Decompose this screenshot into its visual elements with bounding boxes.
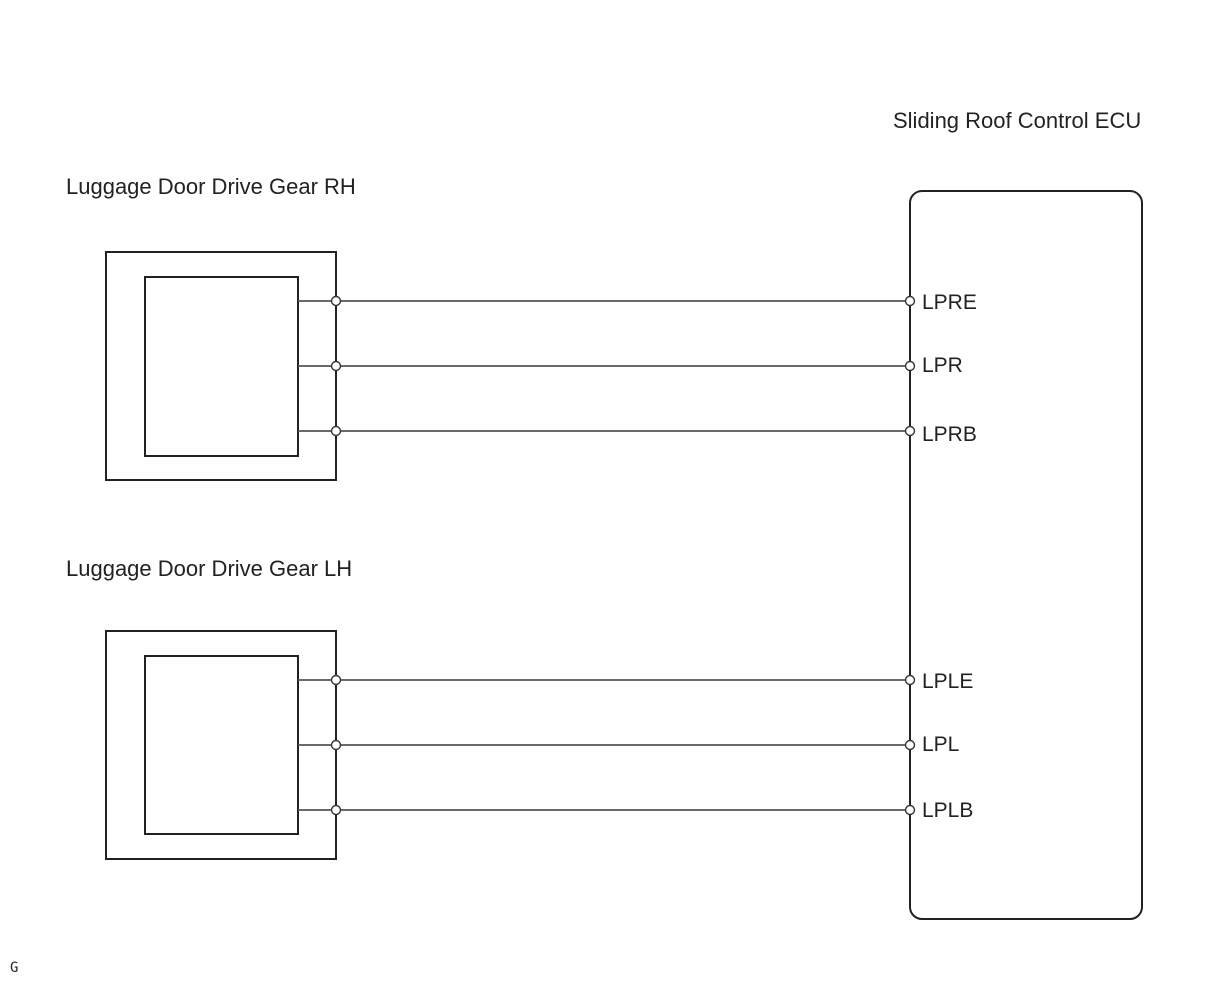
wire-lprb [298,425,916,437]
lh-component-title: Luggage Door Drive Gear LH [66,556,352,581]
lh-component-inner-box [144,655,299,835]
pin-label-lpl: LPL [922,733,959,756]
wire-lplb [298,804,916,816]
pin-label-lprb: LPRB [922,423,977,446]
wire-lple [298,674,916,686]
ecu-terminal-lpl [904,739,916,751]
rh-component-inner-box [144,276,299,457]
rh-terminal-2 [330,360,342,372]
ecu-box [909,190,1143,920]
pin-label-lpr: LPR [922,354,963,377]
wire-lpr [298,360,916,372]
wire-lpl [298,739,916,751]
wire-lpre [298,295,916,307]
figure-code: G [10,960,18,976]
ecu-terminal-lpr [904,360,916,372]
lh-terminal-2 [330,739,342,751]
pin-label-lple: LPLE [922,670,973,693]
ecu-terminal-lprb [904,425,916,437]
lh-terminal-3 [330,804,342,816]
rh-terminal-3 [330,425,342,437]
ecu-terminal-lplb [904,804,916,816]
ecu-title: Sliding Roof Control ECU [893,108,1141,133]
rh-terminal-1 [330,295,342,307]
ecu-terminal-lpre [904,295,916,307]
lh-terminal-1 [330,674,342,686]
ecu-terminal-lple [904,674,916,686]
pin-label-lpre: LPRE [922,291,977,314]
rh-component-title: Luggage Door Drive Gear RH [66,174,356,199]
pin-label-lplb: LPLB [922,799,973,822]
